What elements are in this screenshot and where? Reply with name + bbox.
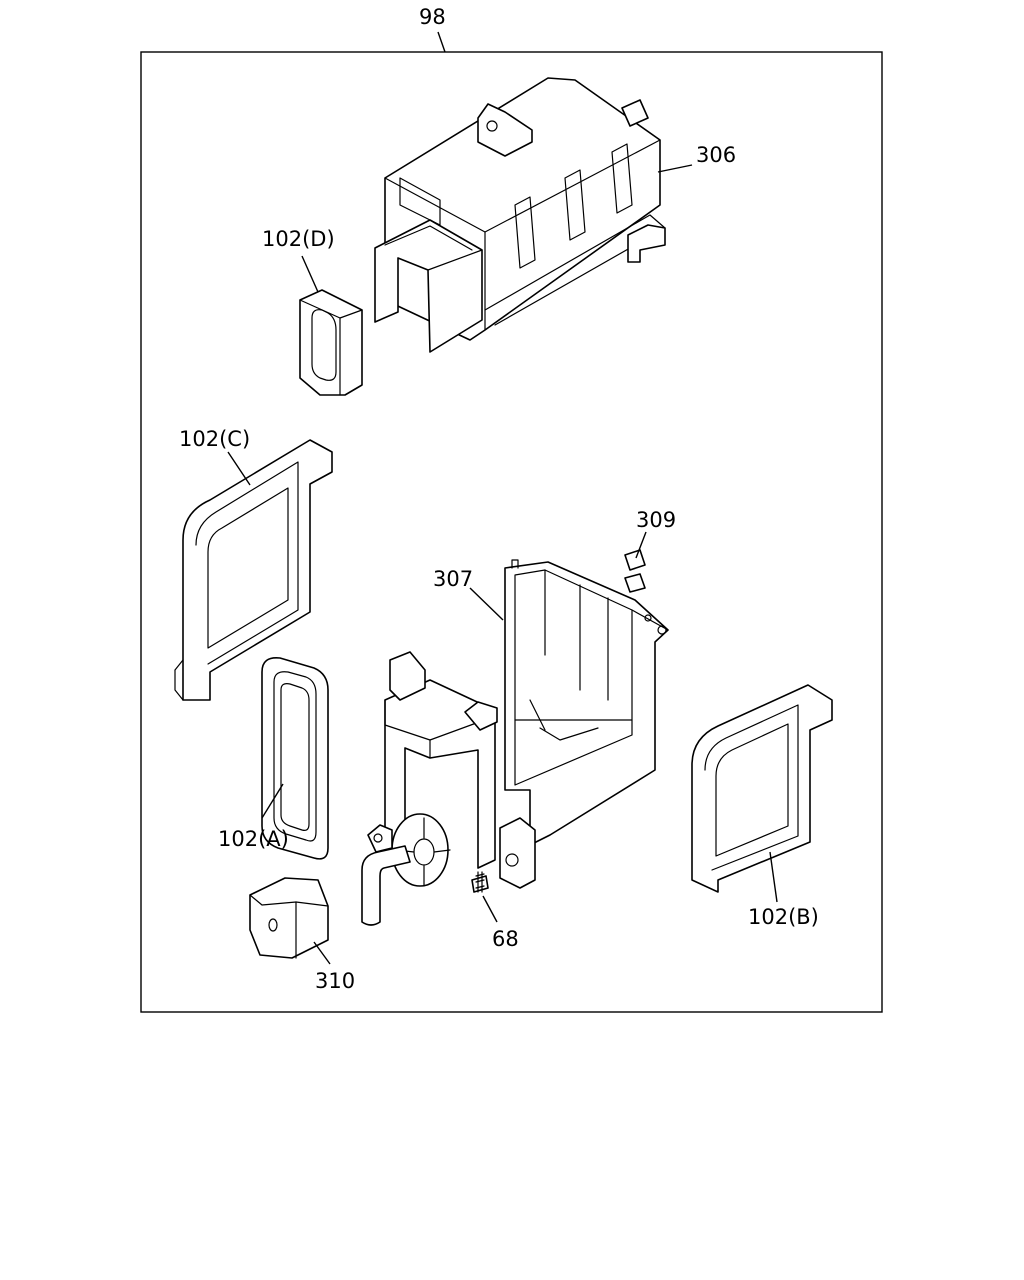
- screw-68-drawing: [471, 871, 489, 893]
- callout-306: 306: [696, 143, 736, 167]
- seal-c-drawing: [174, 439, 333, 701]
- callout-309: 309: [636, 508, 676, 532]
- callout-102d: 102(D): [262, 227, 335, 251]
- upper-case-306-drawing: [374, 77, 666, 353]
- leader-102c: [227, 451, 251, 486]
- callout-68: 68: [492, 927, 519, 951]
- callout-310: 310: [315, 969, 355, 993]
- assembly-frame: [140, 51, 883, 1013]
- leader-309: [635, 531, 647, 559]
- leader-307: [469, 587, 504, 621]
- leader-98: [437, 31, 446, 53]
- callout-307: 307: [433, 567, 473, 591]
- leader-310: [313, 941, 331, 965]
- leader-68: [482, 895, 498, 923]
- callout-102a: 102(A): [218, 827, 289, 851]
- leader-lines: [227, 31, 778, 965]
- seal-d-drawing: [299, 289, 363, 396]
- leader-306: [657, 164, 693, 173]
- callout-102c: 102(C): [179, 427, 250, 451]
- clip-309-drawing: [624, 549, 646, 593]
- leader-102a: [261, 783, 284, 819]
- seal-a-drawing: [261, 656, 329, 860]
- callout-102b: 102(B): [748, 905, 819, 929]
- callout-98: 98: [419, 5, 446, 29]
- block-310-drawing: [249, 877, 329, 959]
- lower-case-307-drawing: [361, 559, 669, 926]
- leader-102d: [301, 255, 319, 293]
- seal-b-drawing: [691, 684, 833, 893]
- leader-102b: [769, 851, 778, 903]
